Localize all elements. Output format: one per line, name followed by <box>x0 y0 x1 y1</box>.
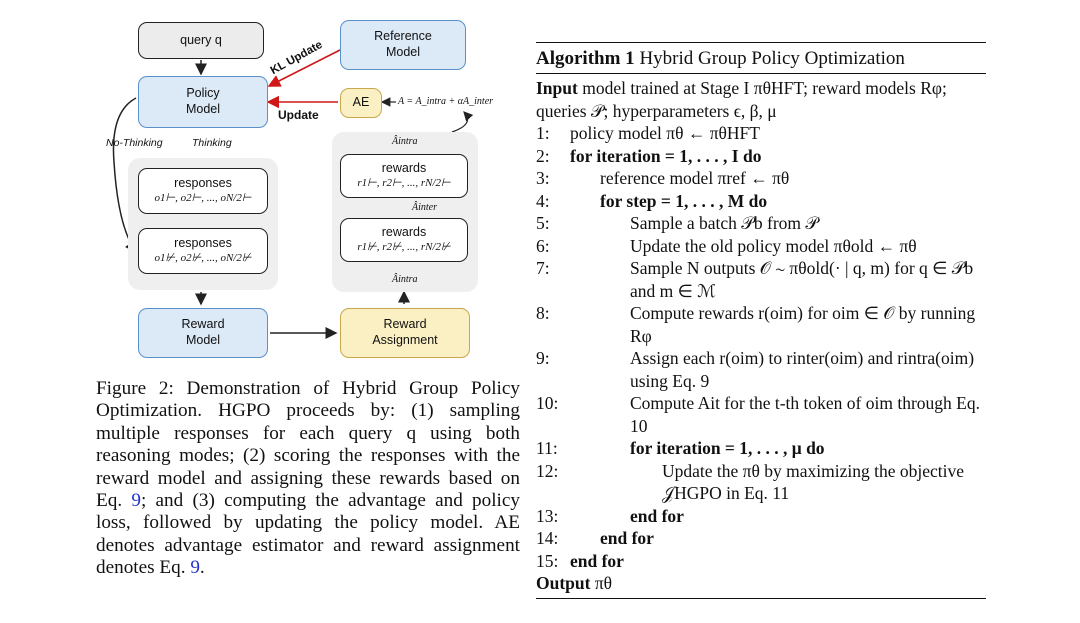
algo-title-number: Algorithm 1 <box>536 48 635 69</box>
no-thinking-rewards-box: rewards r1⊬, r2⊬, ..., rN/2⊬ <box>340 218 468 262</box>
algo-title-rule <box>536 73 986 74</box>
algo-line: 2:for iteration = 1, . . . , I do <box>536 145 762 166</box>
algo-line: 9:Assign each r(oim) to rinter(oim) and … <box>536 348 975 391</box>
algo-line: 1:policy model πθ ← πθHFT <box>536 123 760 143</box>
algo-title-text: Hybrid Group Policy Optimization <box>639 48 905 69</box>
algo-input: Input model trained at Stage I πθHFT; re… <box>536 74 986 122</box>
reference-model-label: Reference Model <box>374 29 432 59</box>
algo-top-rule <box>536 42 986 43</box>
eq-ref-link[interactable]: 9 <box>190 557 200 579</box>
algo-line: 8:Compute rewards r(oim) for oim ∈ 𝒪 by … <box>536 303 976 346</box>
reference-model-box: Reference Model <box>340 20 466 70</box>
algo-line: 12:Update the πθ by maximizing the objec… <box>536 460 964 504</box>
reward-assignment-label: Reward Assignment <box>372 317 438 347</box>
reward-model-box: Reward Model <box>138 308 268 358</box>
algo-line: 4:for step = 1, . . . , M do <box>536 190 768 211</box>
policy-model-box: Policy Model <box>138 76 268 128</box>
responses-label: responses <box>174 176 232 191</box>
no-thinking-rewards-seq: r1⊬, r2⊬, ..., rN/2⊬ <box>357 240 451 253</box>
a-intra-top-label: Âintra <box>392 136 418 147</box>
reward-assignment-box: Reward Assignment <box>340 308 470 358</box>
thinking-rewards-box: rewards r1⊢, r2⊢, ..., rN/2⊢ <box>340 154 468 198</box>
no-thinking-responses-seq: o1⊬, o2⊬, ..., oN/2⊬ <box>154 251 252 264</box>
responses-label: responses <box>174 236 232 251</box>
thinking-responses-box: responses o1⊢, o2⊢, ..., oN/2⊢ <box>138 168 268 214</box>
no-thinking-label: No-Thinking <box>106 137 163 149</box>
query-box: query q <box>138 22 264 59</box>
algo-output: Output πθ <box>536 572 986 595</box>
input-label: Input <box>536 78 578 98</box>
algo-line: 10:Compute Ait for the t-th token of oim… <box>536 393 980 436</box>
a-inter-label: Âinter <box>412 202 437 213</box>
hgpo-diagram: query q Reference Model KL Update Policy… <box>100 12 520 377</box>
a-intra-bottom-label: Âintra <box>392 274 418 285</box>
algo-line: 7:Sample N outputs 𝒪 ∼ πθold(· | q, m) f… <box>536 258 974 301</box>
ae-label: AE <box>352 95 370 110</box>
ae-formula: A = A_intra + αA_inter <box>398 96 494 107</box>
algo-bottom-rule <box>536 597 986 599</box>
caption-text-2: ; and (3) computing the advantage and po… <box>96 490 520 579</box>
caption-text-1: Figure 2: Demonstration of Hybrid Group … <box>96 378 520 512</box>
algo-line: 11:for iteration = 1, . . . , μ do <box>536 438 825 458</box>
thinking-responses-seq: o1⊢, o2⊢, ..., oN/2⊢ <box>154 191 252 204</box>
algo-line: 5:Sample a batch 𝒫b from 𝒫 <box>536 213 819 233</box>
no-thinking-arrow <box>112 97 137 254</box>
algorithm-block: Algorithm 1 Hybrid Group Policy Optimiza… <box>536 42 986 599</box>
rewards-label: rewards <box>381 161 427 176</box>
algo-line: 14:end for <box>536 528 654 548</box>
algo-line: 15:end for <box>536 550 624 571</box>
policy-model-label: Policy Model <box>185 86 221 116</box>
thinking-label: Thinking <box>192 137 232 149</box>
thinking-rewards-seq: r1⊢, r2⊢, ..., rN/2⊢ <box>357 176 451 189</box>
caption-text-3: . <box>199 557 205 579</box>
figure-caption: Figure 2: Demonstration of Hybrid Group … <box>96 378 520 580</box>
output-label: Output <box>536 573 591 593</box>
kl-update-arrow <box>267 49 341 87</box>
update-label: Update <box>278 108 319 122</box>
algo-line: 6:Update the old policy model πθold ← πθ <box>536 235 917 256</box>
eq-ref-link[interactable]: 9 <box>131 490 141 512</box>
query-label: query q <box>180 32 222 47</box>
ae-box: AE <box>340 88 382 118</box>
algo-line: 13:end for <box>536 505 684 526</box>
input-text: model trained at Stage I πθHFT; reward m… <box>536 78 947 121</box>
no-thinking-responses-box: responses o1⊬, o2⊬, ..., oN/2⊬ <box>138 228 268 274</box>
rewards-label: rewards <box>381 225 427 240</box>
output-text: πθ <box>594 573 613 593</box>
reward-model-label: Reward Model <box>181 317 225 347</box>
algo-line: 3:reference model πref ← πθ <box>536 168 790 188</box>
algo-title: Algorithm 1 Hybrid Group Policy Optimiza… <box>536 43 986 73</box>
